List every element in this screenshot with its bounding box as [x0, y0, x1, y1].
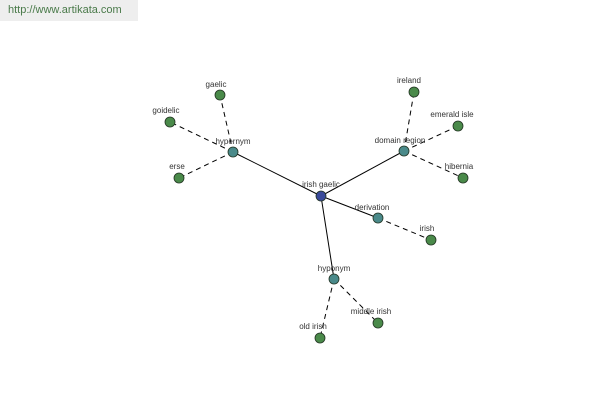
leaf-gaelic-label: gaelic	[206, 80, 227, 89]
edge-hypernym-erse	[178, 151, 234, 179]
leaf-goidelic-node-icon[interactable]	[164, 116, 176, 128]
edge-hypernym-goidelic	[169, 121, 234, 153]
leaf-goidelic-label: goidelic	[152, 106, 179, 115]
leaf-gaelic-node-icon[interactable]	[214, 89, 226, 101]
edge-root-hyponym	[320, 195, 335, 280]
edge-root-derivation	[320, 195, 379, 219]
relation-hyponym-node-icon[interactable]	[328, 273, 340, 285]
relation-derivation-node-icon[interactable]	[372, 212, 384, 224]
relation-hypernym-node-icon[interactable]	[227, 146, 239, 158]
graph-nodes	[164, 86, 469, 344]
edge-root-hypernym	[232, 151, 322, 197]
leaf-hibernia-node-icon[interactable]	[457, 172, 469, 184]
relation-hypernym-label: hypernym	[215, 137, 250, 146]
edge-derivation-irish	[377, 217, 432, 241]
source-link[interactable]: http://www.artikata.com	[0, 0, 138, 21]
root-irish-gaelic-label: irish gaelic	[302, 180, 340, 189]
leaf-erse-label: erse	[169, 162, 185, 171]
root-irish-gaelic-node-icon[interactable]	[315, 190, 327, 202]
leaf-middle-irish-label: middle irish	[351, 307, 391, 316]
graph-labels: gaelic goidelic erse ireland emerald isle hib…	[152, 76, 474, 331]
edge-domain-region-hibernia	[403, 150, 464, 179]
graph-edges	[169, 91, 464, 339]
edge-hyponym-old-irish	[319, 278, 335, 339]
edge-hypernym-gaelic	[219, 94, 234, 153]
relation-derivation-label: derivation	[355, 203, 390, 212]
edge-root-domain-region	[320, 150, 405, 197]
relation-domain-region-node-icon[interactable]	[398, 145, 410, 157]
leaf-irish-node-icon[interactable]	[425, 234, 437, 246]
relation-hyponym-label: hyponym	[318, 264, 351, 273]
leaf-emerald-isle-label: emerald isle	[430, 110, 474, 119]
leaf-old-irish-node-icon[interactable]	[314, 332, 326, 344]
leaf-ireland-node-icon[interactable]	[408, 86, 420, 98]
leaf-irish-label: irish	[420, 224, 435, 233]
leaf-emerald-isle-node-icon[interactable]	[452, 120, 464, 132]
leaf-erse-node-icon[interactable]	[173, 172, 185, 184]
edge-domain-region-ireland	[403, 91, 415, 152]
leaf-middle-irish-node-icon[interactable]	[372, 317, 384, 329]
leaf-hibernia-label: hibernia	[445, 162, 474, 171]
leaf-old-irish-label: old irish	[299, 322, 327, 331]
edge-domain-region-emerald-isle	[403, 125, 459, 152]
relation-domain-region-label: domain region	[375, 136, 426, 145]
edge-hyponym-middle-irish	[333, 278, 379, 324]
leaf-ireland-label: ireland	[397, 76, 421, 85]
